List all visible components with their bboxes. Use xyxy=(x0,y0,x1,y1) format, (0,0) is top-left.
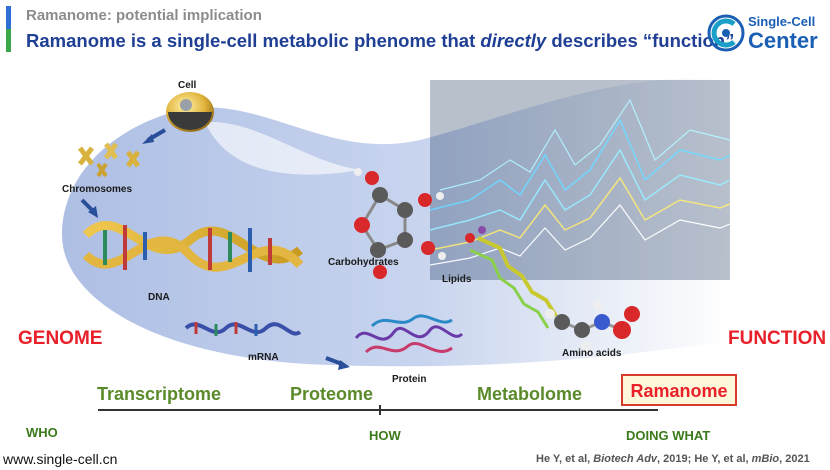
who-label: WHO xyxy=(26,425,58,440)
single-cell-center-logo: Single-Cell Center xyxy=(706,10,824,56)
slide-title: Ramanome is a single-cell metabolic phen… xyxy=(26,30,734,52)
citation-part1: He Y, et al, xyxy=(536,453,594,465)
logo-text-bottom: Center xyxy=(748,28,818,53)
cell-illustration xyxy=(166,92,214,132)
genome-label: GENOME xyxy=(18,328,103,349)
chromosomes-illustration xyxy=(78,142,141,178)
accent-bar xyxy=(6,6,11,52)
title-part2: describes “function” xyxy=(546,30,735,51)
proteome-label: Proteome xyxy=(290,384,374,404)
dna-helix-illustration xyxy=(82,221,304,272)
raman-spectra-lines xyxy=(429,80,731,280)
mrna-label: mRNA xyxy=(248,352,279,363)
citation-part3: , 2021 xyxy=(779,453,810,465)
ramanome-label: Ramanome xyxy=(630,381,728,401)
title-emphasis: directly xyxy=(480,30,547,51)
chromosomes-label: Chromosomes xyxy=(62,184,132,195)
protein-label: Protein xyxy=(392,374,426,385)
carbohydrates-label: Carbohydrates xyxy=(328,257,399,268)
lipids-label: Lipids xyxy=(442,274,472,285)
doing-what-label: DOING WHAT xyxy=(626,428,711,443)
website-link[interactable]: www.single-cell.cn xyxy=(3,451,118,467)
omics-axis-line xyxy=(98,409,658,411)
amino-acids-label: Amino acids xyxy=(562,348,622,359)
mrna-illustration xyxy=(184,322,302,336)
cell-label: Cell xyxy=(178,80,197,91)
genome-to-function-diagram: Cell Chromosomes DNA xyxy=(62,78,731,385)
metabolome-label: Metabolome xyxy=(477,384,583,404)
logo-emblem-icon xyxy=(707,14,745,52)
citation-text: He Y, et al, Biotech Adv, 2019; He Y, et… xyxy=(536,453,810,465)
title-part1: Ramanome is a single-cell metabolic phen… xyxy=(26,30,481,51)
logo-text-top: Single-Cell xyxy=(748,14,816,29)
omics-axis-tick xyxy=(379,405,381,415)
citation-journal2: mBio xyxy=(751,453,780,465)
pathway-inner-cutout xyxy=(205,121,360,175)
carbohydrate-molecule-illustration xyxy=(354,168,446,279)
amino-acid-molecule-illustration xyxy=(545,301,640,351)
how-label: HOW xyxy=(369,428,401,443)
arrow-mrna-to-protein xyxy=(325,356,343,366)
lipid-molecule-illustration xyxy=(465,226,558,329)
ramanome-highlight-box: Ramanome xyxy=(621,374,737,406)
transcriptome-label: Transcriptome xyxy=(97,384,222,404)
protein-illustration xyxy=(354,314,464,354)
citation-part2: , 2019; He Y, et al, xyxy=(657,453,752,465)
dna-label: DNA xyxy=(148,292,170,303)
function-label: FUNCTION xyxy=(728,328,827,349)
citation-journal1: Biotech Adv xyxy=(593,453,658,465)
slide-subtitle: Ramanome: potential implication xyxy=(26,7,262,24)
